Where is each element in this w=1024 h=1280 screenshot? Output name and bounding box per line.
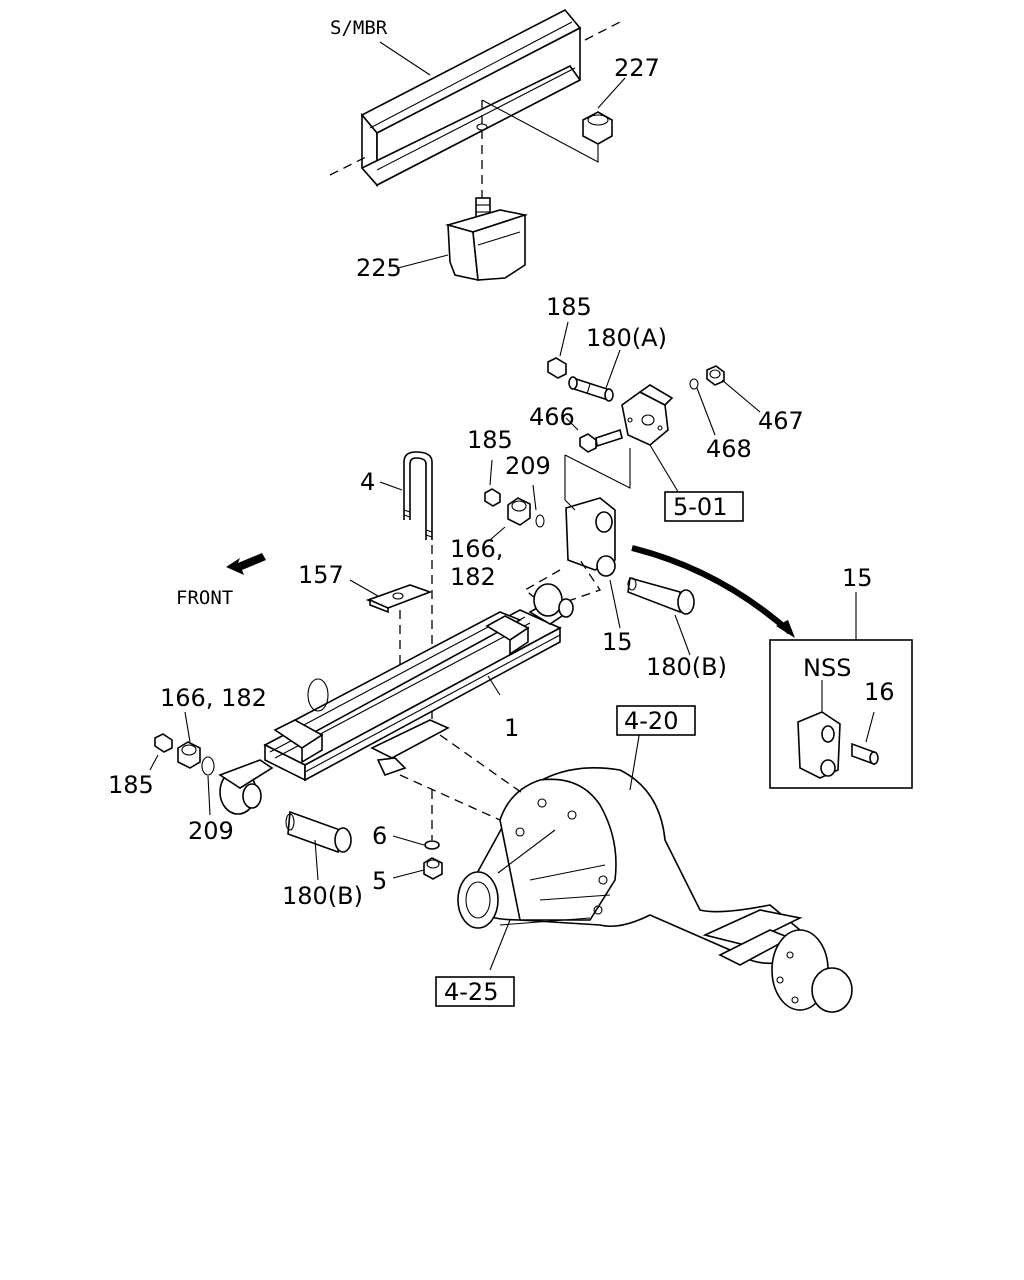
label-180b-left: 180(B)	[282, 882, 363, 910]
label-182-mid: 182	[450, 563, 496, 591]
bumper-mount-dash	[476, 99, 599, 200]
label-225: 225	[356, 254, 402, 282]
pin-180b-left	[285, 810, 352, 881]
label-180a: 180(A)	[586, 324, 667, 352]
bump-stopper-225	[397, 197, 529, 282]
s-mbr-leader	[379, 41, 431, 76]
pin-180a	[568, 349, 621, 402]
label-5: 5	[372, 867, 387, 895]
label-466: 466	[529, 403, 575, 431]
label-4: 4	[360, 468, 375, 496]
label-468: 468	[706, 435, 752, 463]
washer-209-left	[201, 756, 215, 816]
nut-166-182-mid	[484, 459, 545, 541]
inset-box	[769, 592, 913, 789]
side-member-rail	[329, 8, 621, 188]
label-166-182-left: 166, 182	[160, 684, 267, 712]
label-166-mid: 166,	[450, 535, 503, 563]
shackle-15	[564, 497, 621, 629]
label-185-left: 185	[108, 771, 154, 799]
label-nss: NSS	[803, 654, 851, 682]
bolt-185-left	[149, 733, 173, 771]
clip-157	[349, 579, 433, 614]
bracket-5-01	[564, 384, 681, 500]
label-180b-right: 180(B)	[646, 653, 727, 681]
label-185-top: 185	[546, 293, 592, 321]
label-1: 1	[504, 714, 519, 742]
nut-227	[582, 77, 626, 145]
axle-housing	[399, 729, 853, 1013]
shackle-dash-outline	[523, 559, 602, 609]
inset-arrow	[631, 545, 795, 638]
label-4-20: 4-20	[624, 707, 678, 735]
washer-6-nut-5	[392, 790, 443, 880]
spring-seat	[307, 678, 450, 776]
bolt-185-top	[547, 321, 569, 379]
label-209-mid: 209	[505, 452, 551, 480]
pin-180b-right	[627, 576, 695, 656]
bolt-466	[565, 417, 623, 453]
box-4-25	[435, 976, 515, 1007]
nut-166-182-left	[177, 711, 201, 769]
front-arrow	[226, 553, 266, 575]
label-front: FRONT	[176, 587, 233, 609]
leaf-spring-1	[218, 583, 574, 815]
label-4-25: 4-25	[444, 978, 498, 1006]
label-16: 16	[864, 678, 895, 706]
washer-468-nut-467	[689, 365, 761, 436]
label-15-mid: 15	[602, 628, 633, 656]
label-5-01: 5-01	[673, 493, 727, 521]
label-157: 157	[298, 561, 344, 589]
box-5-01	[664, 491, 744, 522]
label-209-left: 209	[188, 817, 234, 845]
label-15-inset: 15	[842, 564, 873, 592]
label-185-mid: 185	[467, 426, 513, 454]
label-467: 467	[758, 407, 804, 435]
box-4-20	[616, 705, 696, 736]
label-6: 6	[372, 822, 387, 850]
label-s-mbr: S/MBR	[330, 17, 388, 39]
u-bolt-4	[379, 451, 433, 720]
label-227: 227	[614, 54, 660, 82]
